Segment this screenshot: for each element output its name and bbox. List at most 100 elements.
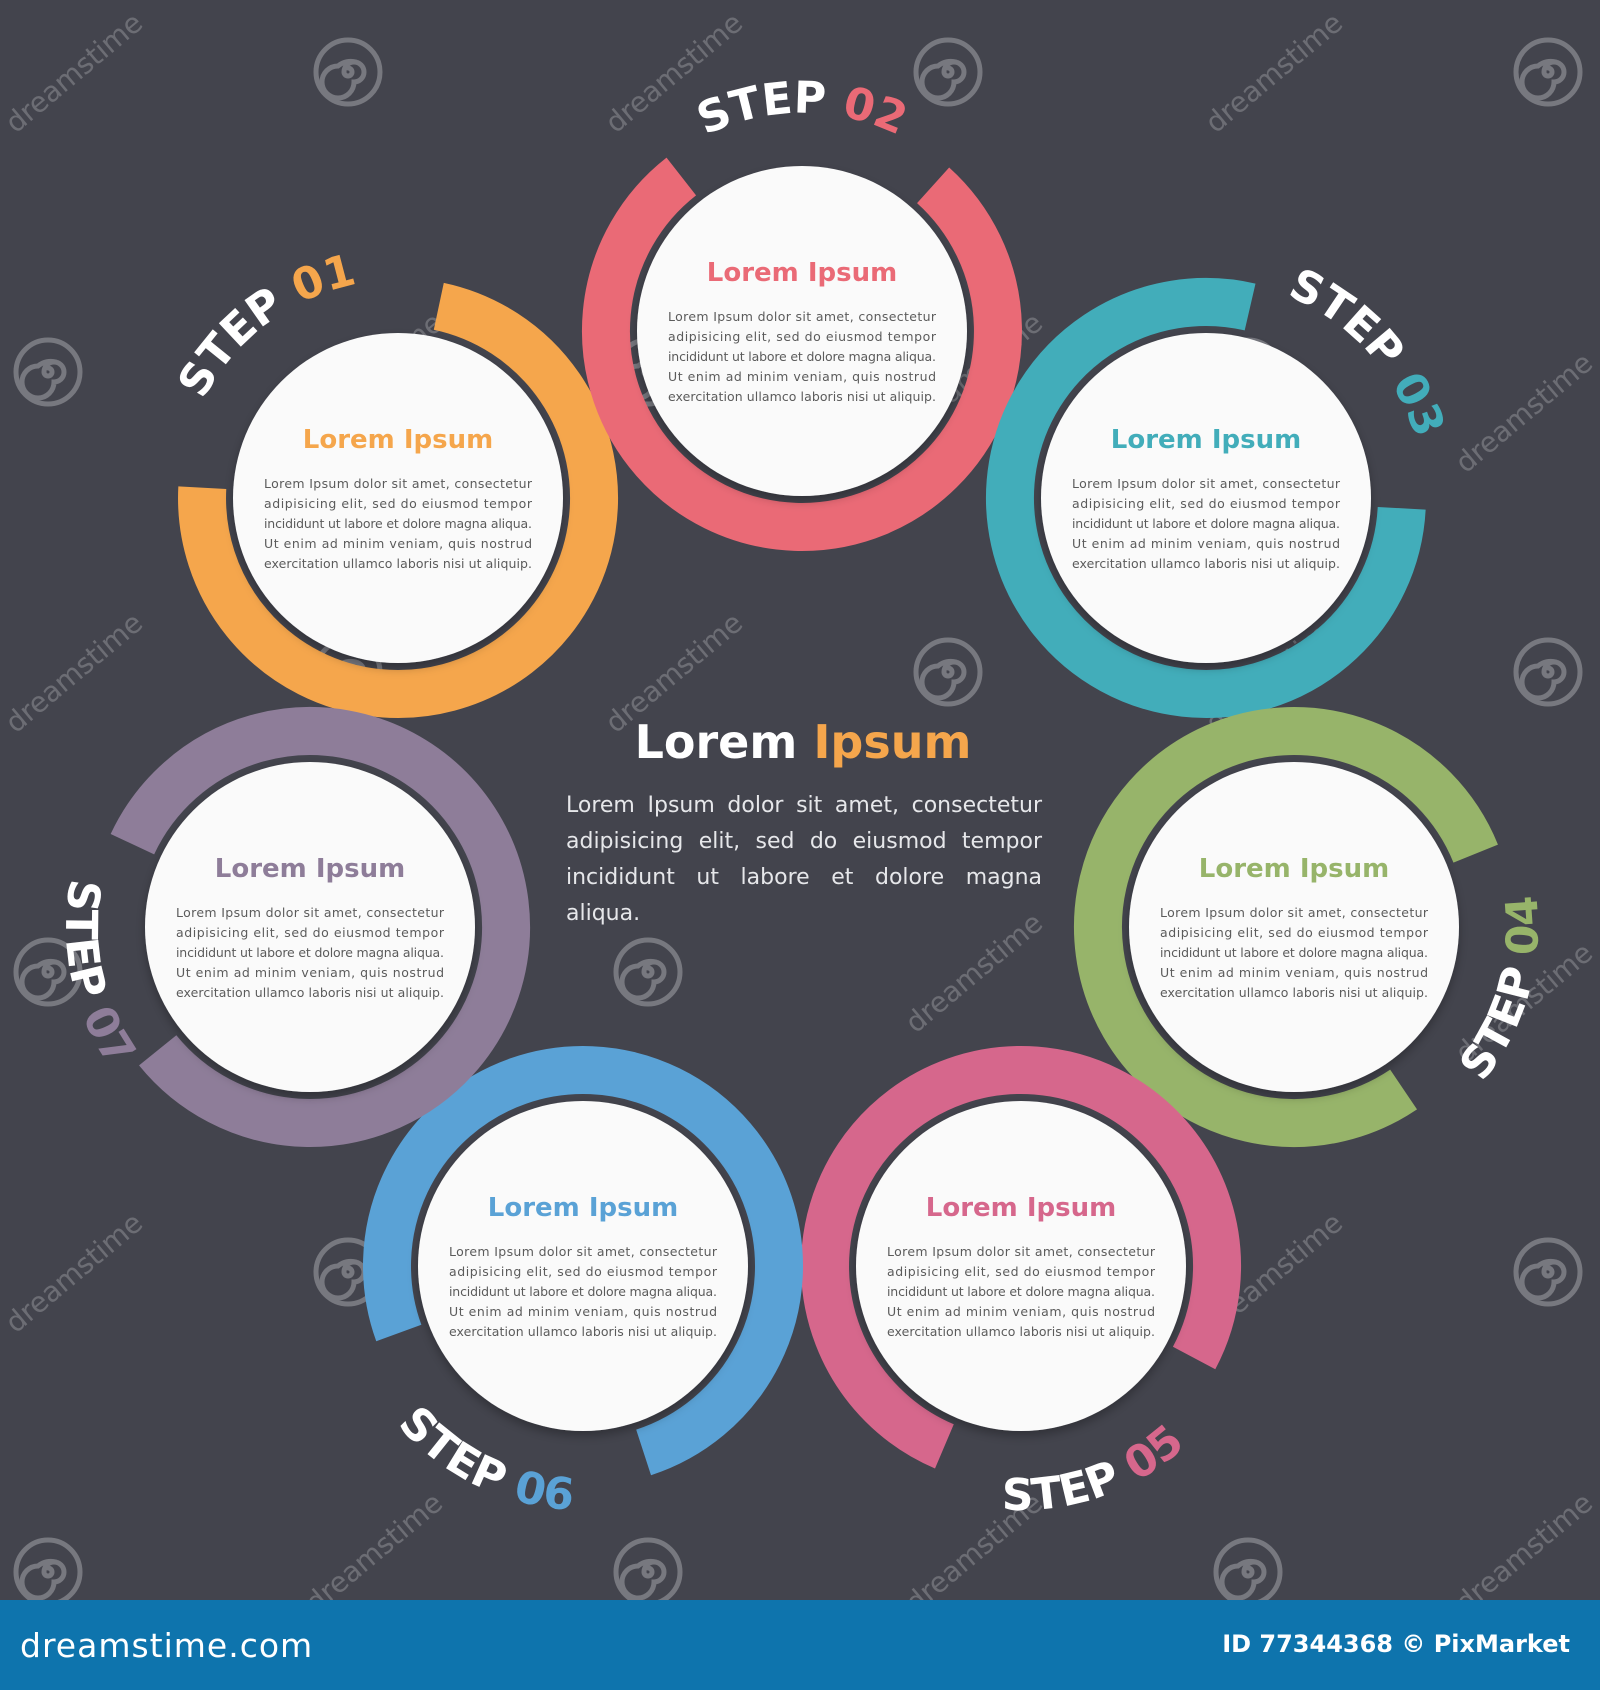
step-ring bbox=[801, 1046, 1242, 1469]
step-ring bbox=[110, 707, 530, 1147]
step-body-line: exercitation ullamco laboris nisi ut ali… bbox=[264, 556, 532, 571]
step-body-line: Lorem Ipsum dolor sit amet, consectetur bbox=[264, 476, 533, 491]
spiral-icon bbox=[313, 37, 383, 107]
step-body-line: Lorem Ipsum dolor sit amet, consectetur bbox=[176, 905, 445, 920]
step-body-line: adipisicing elit, sed do eiusmod tempor bbox=[176, 925, 445, 940]
step-title: Lorem Ipsum bbox=[1199, 854, 1389, 884]
step-body-line: Lorem Ipsum dolor sit amet, consectetur bbox=[449, 1244, 718, 1259]
step-body-line: adipisicing elit, sed do eiusmod tempor bbox=[887, 1264, 1156, 1279]
circle-diagram: dreamstime dreamstime dreamstime dreamstime… bbox=[0, 6, 1599, 1600]
step-body-line: Ut enim ad minim veniam, quis nostrud bbox=[449, 1304, 717, 1319]
spiral-icon bbox=[613, 937, 683, 1007]
step-body-line: exercitation ullamco laboris nisi ut ali… bbox=[1160, 985, 1428, 1000]
step-body-line: exercitation ullamco laboris nisi ut ali… bbox=[668, 389, 936, 404]
step-card bbox=[418, 1101, 748, 1431]
footer-logo[interactable]: dreamstime.com bbox=[20, 1626, 314, 1665]
step-body-line: exercitation ullamco laboris nisi ut ali… bbox=[887, 1324, 1155, 1339]
step-title: Lorem Ipsum bbox=[215, 854, 405, 884]
step-word: STEP bbox=[1450, 950, 1547, 1089]
step-title: Lorem Ipsum bbox=[303, 425, 493, 455]
step-card bbox=[856, 1101, 1186, 1431]
step-title: Lorem Ipsum bbox=[926, 1193, 1116, 1223]
spiral-icon bbox=[1513, 1237, 1583, 1307]
spiral-icon bbox=[13, 337, 83, 407]
step-number: 02 bbox=[838, 77, 914, 145]
step-word: STEP bbox=[389, 1397, 525, 1510]
center-title: Lorem Ipsum bbox=[500, 710, 1106, 774]
step-body-line: Ut enim ad minim veniam, quis nostrud bbox=[887, 1304, 1155, 1319]
watermark-text: dreamstime bbox=[1449, 346, 1599, 479]
center-title-accent: Ipsum bbox=[813, 715, 972, 769]
step-body-line: exercitation ullamco laboris nisi ut ali… bbox=[1072, 556, 1340, 571]
step-body-line: Lorem Ipsum dolor sit amet, consectetur bbox=[1160, 905, 1429, 920]
step-ring bbox=[582, 157, 1022, 551]
step-title: Lorem Ipsum bbox=[1111, 425, 1301, 455]
step-body-line: Lorem Ipsum dolor sit amet, consectetur bbox=[1072, 476, 1341, 491]
step-body-line: incididunt ut labore et dolore magna ali… bbox=[1160, 945, 1428, 960]
step-body-line: Lorem Ipsum dolor sit amet, consectetur bbox=[668, 309, 937, 324]
watermark-text: dreamstime bbox=[1449, 1486, 1599, 1600]
step-body-line: Ut enim ad minim veniam, quis nostrud bbox=[1072, 536, 1340, 551]
step-body-line: incididunt ut labore et dolore magna ali… bbox=[887, 1284, 1155, 1299]
spiral-icon bbox=[913, 37, 983, 107]
step-body-line: Lorem Ipsum dolor sit amet, consectetur bbox=[887, 1244, 1156, 1259]
step-body-line: Ut enim ad minim veniam, quis nostrud bbox=[668, 369, 936, 384]
spiral-icon bbox=[913, 637, 983, 707]
step-word: STEP bbox=[690, 72, 847, 145]
step-ring bbox=[986, 277, 1426, 718]
step-ring bbox=[363, 1046, 803, 1476]
step-number: 06 bbox=[510, 1461, 577, 1521]
step-body-line: adipisicing elit, sed do eiusmod tempor bbox=[449, 1264, 718, 1279]
step-body-line: exercitation ullamco laboris nisi ut ali… bbox=[176, 985, 444, 1000]
step-body-line: adipisicing elit, sed do eiusmod tempor bbox=[264, 496, 533, 511]
step-body-line: incididunt ut labore et dolore magna ali… bbox=[668, 349, 936, 364]
step-body-line: adipisicing elit, sed do eiusmod tempor bbox=[668, 329, 937, 344]
footer-image-id: ID 77344368 © PixMarket bbox=[1222, 1630, 1570, 1658]
step-body-line: incididunt ut labore et dolore magna ali… bbox=[176, 945, 444, 960]
step-title: Lorem Ipsum bbox=[488, 1193, 678, 1223]
step-word: STEP bbox=[1001, 1445, 1141, 1521]
watermark-text: dreamstime bbox=[1199, 6, 1349, 139]
step-number: 04 bbox=[1496, 894, 1549, 957]
spiral-icon bbox=[13, 937, 83, 1007]
center-description: Lorem Ipsum dolor sit amet, consectetur … bbox=[566, 793, 1042, 926]
step-label: STEP 04 bbox=[1450, 894, 1549, 1089]
center-title-main: Lorem bbox=[634, 715, 798, 769]
step-label: STEP 02 bbox=[690, 72, 914, 145]
step-body-line: adipisicing elit, sed do eiusmod tempor bbox=[1072, 496, 1341, 511]
step-label: STEP 07 bbox=[55, 877, 145, 1075]
spiral-icon bbox=[1513, 37, 1583, 107]
watermark-text: dreamstime bbox=[0, 606, 149, 739]
step-card bbox=[233, 333, 563, 663]
step-title: Lorem Ipsum bbox=[707, 258, 897, 288]
step-body-line: Ut enim ad minim veniam, quis nostrud bbox=[264, 536, 532, 551]
step-card bbox=[637, 166, 967, 496]
step-ring bbox=[178, 282, 619, 718]
spiral-icon bbox=[1513, 637, 1583, 707]
watermark-text: dreamstime bbox=[299, 1486, 449, 1600]
spiral-icon bbox=[613, 1537, 683, 1600]
step-label: STEP 05 bbox=[1001, 1415, 1193, 1521]
step-card bbox=[145, 762, 475, 1092]
step-body-line: adipisicing elit, sed do eiusmod tempor bbox=[1160, 925, 1429, 940]
step-ring bbox=[1074, 707, 1498, 1148]
step-card bbox=[1129, 762, 1459, 1092]
step-body-line: Ut enim ad minim veniam, quis nostrud bbox=[1160, 965, 1428, 980]
step-body-line: exercitation ullamco laboris nisi ut ali… bbox=[449, 1324, 717, 1339]
step-body-line: incididunt ut labore et dolore magna ali… bbox=[449, 1284, 717, 1299]
spiral-icon bbox=[13, 1537, 83, 1600]
footer-bar: dreamstime.com ID 77344368 © PixMarket bbox=[0, 1600, 1600, 1690]
step-card bbox=[1041, 333, 1371, 663]
step-body-line: Ut enim ad minim veniam, quis nostrud bbox=[176, 965, 444, 980]
watermark-text: dreamstime bbox=[0, 6, 149, 139]
step-body-line: incididunt ut labore et dolore magna ali… bbox=[264, 516, 532, 531]
step-body-line: incididunt ut labore et dolore magna ali… bbox=[1072, 516, 1340, 531]
watermark-text: dreamstime bbox=[0, 1206, 149, 1339]
